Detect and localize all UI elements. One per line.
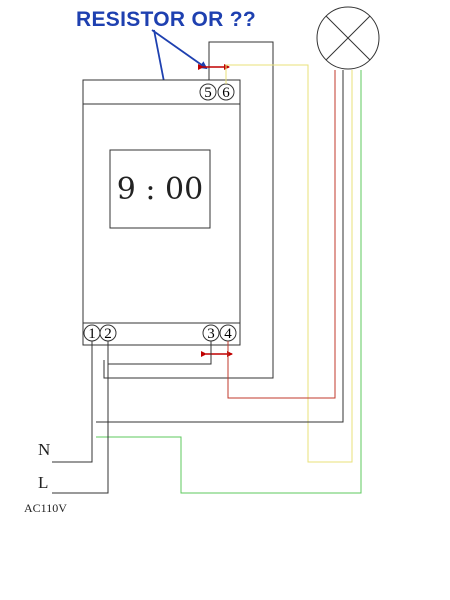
wire-terminal-1 bbox=[52, 341, 93, 463]
wire-terminal-2 bbox=[52, 364, 109, 494]
terminal-5-label: 5 bbox=[204, 85, 212, 101]
wire-black-neutral bbox=[96, 70, 344, 423]
wire-black-bridge bbox=[107, 341, 212, 365]
wire-yellow-top bbox=[225, 64, 353, 463]
supply-voltage-label: AC110V bbox=[24, 501, 67, 515]
lamp-icon bbox=[316, 6, 380, 70]
annotation-label: RESISTOR OR ?? bbox=[76, 8, 256, 31]
terminal-6-label: 6 bbox=[222, 85, 230, 101]
terminal-3-label: 3 bbox=[207, 326, 215, 342]
display-time: 9 : 00 bbox=[117, 172, 203, 207]
terminal-3: 3 bbox=[202, 324, 220, 342]
wiring bbox=[52, 64, 362, 494]
neutral-label: N bbox=[38, 440, 50, 459]
wire-red bbox=[227, 70, 336, 399]
wire-green-live bbox=[96, 70, 362, 494]
terminal-2-label: 2 bbox=[104, 326, 112, 342]
terminal-1-label: 1 bbox=[88, 326, 96, 342]
terminal-4-label: 4 bbox=[224, 326, 232, 342]
timer-display: 9 : 00 bbox=[109, 149, 211, 229]
live-label: L bbox=[38, 473, 48, 492]
terminal-5: 5 bbox=[199, 83, 217, 101]
